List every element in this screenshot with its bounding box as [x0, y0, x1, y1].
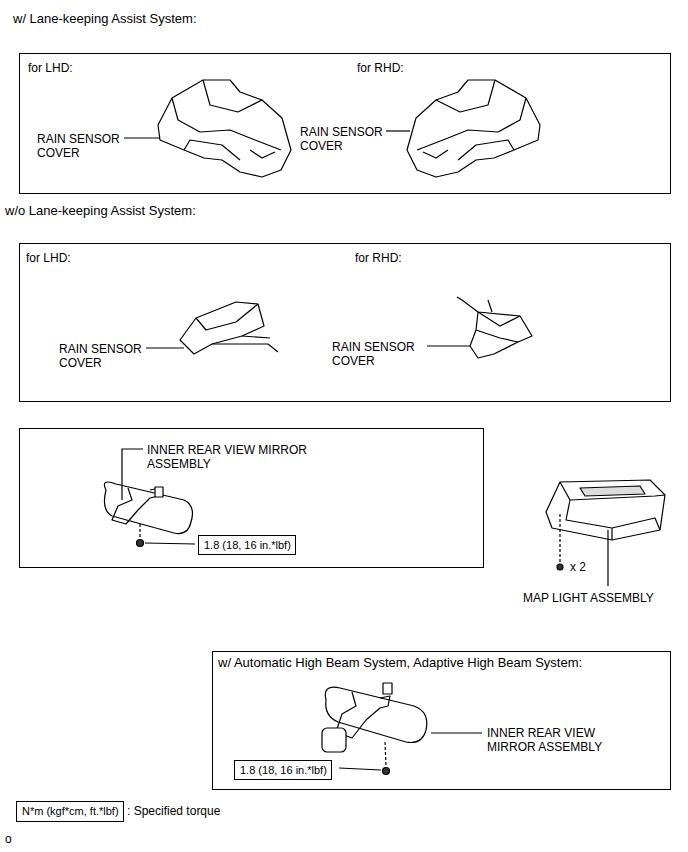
- note-text: x 2: [570, 560, 586, 574]
- mirror-illustration: [104, 482, 192, 534]
- section-heading: w/ Automatic High Beam System, Adaptive …: [218, 655, 582, 670]
- part-name: for RHD:: [357, 61, 404, 75]
- part-name: for LHD:: [28, 61, 73, 75]
- torque-spec: 1.8 (18, 16 in.*lbf): [204, 539, 291, 552]
- part-name: RAIN SENSOR COVER: [37, 132, 121, 160]
- part-name: INNER REAR VIEW MIRROR ASSEMBLY: [147, 443, 312, 471]
- group-box: w/ Lane-keeping Assist System:for LHD:RA…: [19, 53, 671, 194]
- part-name: RAIN SENSOR COVER: [59, 342, 143, 370]
- part-name: INNER REAR VIEW MIRROR ASSEMBLY: [487, 726, 627, 754]
- map-light: [546, 480, 665, 586]
- rain-sensor-cover: [180, 302, 278, 354]
- group-box: w/o Lane-keeping Assist System:for LHD:R…: [19, 243, 671, 402]
- torque-box: 1.8 (18, 16 in.*lbf): [198, 535, 296, 555]
- section-heading: w/ Lane-keeping Assist System:: [13, 11, 197, 26]
- mirror-illustration: [322, 683, 427, 775]
- part-name: RAIN SENSOR COVER: [300, 125, 384, 153]
- rain-sensor-cover: [457, 297, 532, 358]
- legend-box: N*m (kgf*cm, ft.*lbf): [16, 801, 124, 822]
- group-box: w/ Automatic High Beam System, Adaptive …: [212, 651, 671, 790]
- part-name: for RHD:: [355, 251, 402, 265]
- leader-line: [122, 131, 482, 733]
- part-name: MAP LIGHT ASSEMBLY: [523, 591, 654, 605]
- note-text: : Specified torque: [127, 804, 220, 818]
- torque-spec: 1.8 (18, 16 in.*lbf): [240, 764, 327, 777]
- bolt: [137, 524, 196, 547]
- torque-spec: N*m (kgf*cm, ft.*lbf): [22, 805, 119, 818]
- group-box: INNER REAR VIEW MIRROR ASSEMBLY 1.8 (18, …: [19, 428, 484, 568]
- torque-box: 1.8 (18, 16 in.*lbf): [234, 760, 332, 780]
- section-heading: w/o Lane-keeping Assist System:: [5, 203, 196, 218]
- rain-sensor-cover: [407, 80, 540, 177]
- rain-sensor-cover: [158, 80, 291, 177]
- part-name: for LHD:: [26, 251, 71, 265]
- part-name: RAIN SENSOR COVER: [332, 340, 416, 368]
- note-text: o: [5, 832, 12, 846]
